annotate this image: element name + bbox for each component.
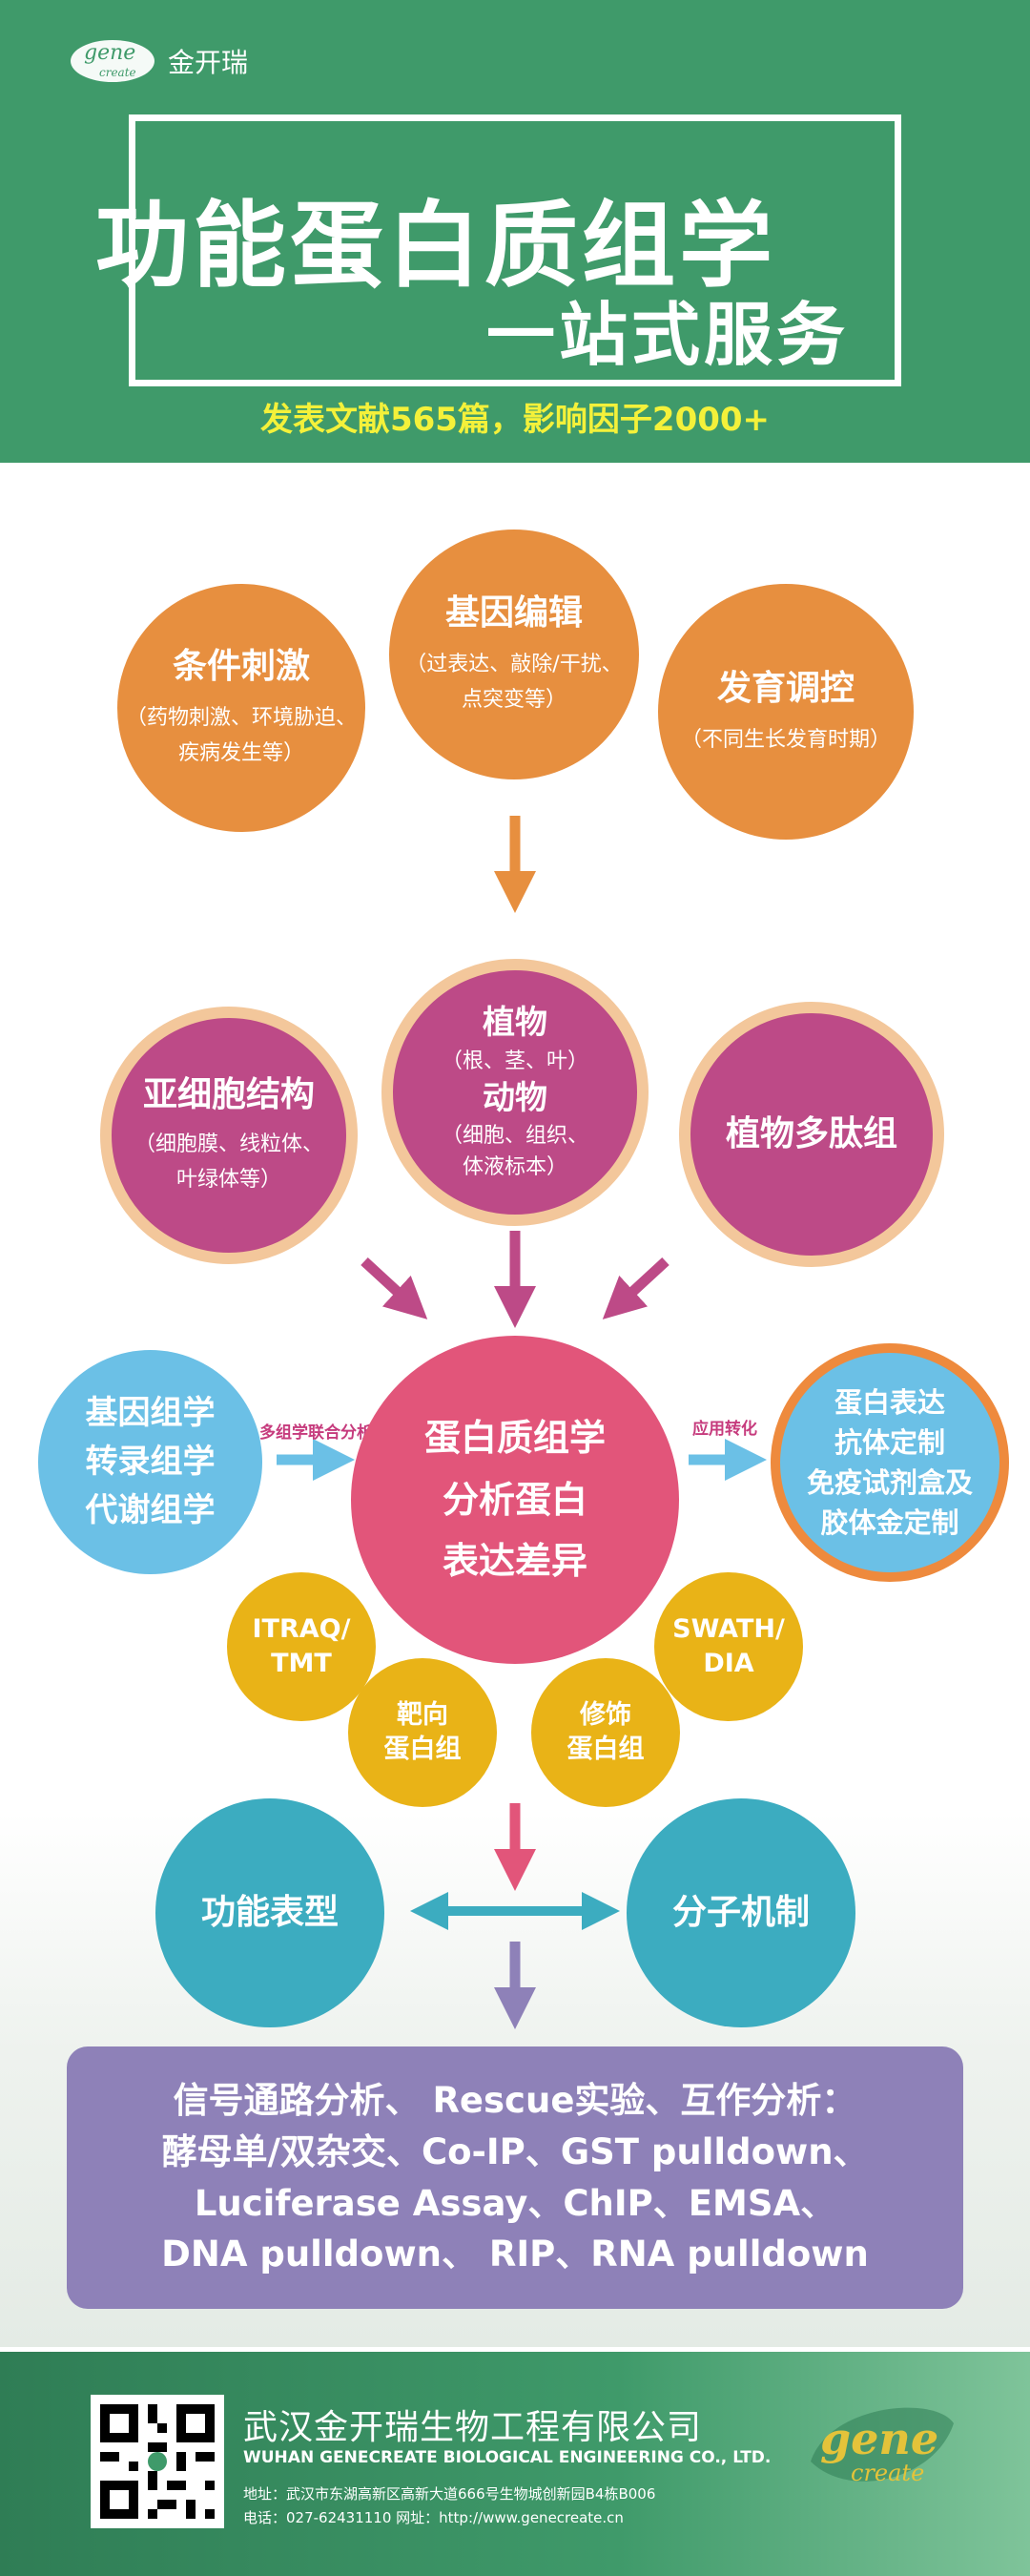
node-line: 免疫试剂盒及 xyxy=(806,1466,973,1499)
node-subtitle: 疾病发生等） xyxy=(177,741,304,766)
node-proteomics-core: 蛋白质组学 分析蛋白 表达差异 xyxy=(351,1336,679,1664)
node-line: 胶体金定制 xyxy=(820,1506,959,1540)
node-development-regulation: 发育调控 （不同生长发育时期） xyxy=(658,584,914,840)
method-modification-proteome: 修饰 蛋白组 xyxy=(531,1658,680,1807)
node-title-plant: 植物 xyxy=(483,1003,547,1042)
node-condition-stimulus: 条件刺激 （药物刺激、环境胁迫、 疾病发生等） xyxy=(117,584,365,832)
company-name-cn: 武汉金开瑞生物工程有限公司 xyxy=(243,2408,703,2447)
summary-line: 信号通路分析、 Rescue实验、互作分析： xyxy=(173,2080,857,2122)
node-title-animal: 动物 xyxy=(483,1078,547,1117)
node-subtitle: 叶绿体等） xyxy=(175,1168,281,1193)
node-subtitle: （不同生长发育时期） xyxy=(680,727,891,752)
node-subtitle: （细胞膜、线粒体、 xyxy=(134,1132,323,1156)
arrow-diag-right xyxy=(602,1257,670,1319)
arrow-diag-left xyxy=(360,1257,428,1319)
node-subtitle: 体液标本） xyxy=(462,1155,567,1180)
arrow-label-application: 应用转化 xyxy=(692,1420,757,1439)
node-line: 基因组学 xyxy=(85,1394,216,1432)
node-line: 抗体定制 xyxy=(834,1425,945,1459)
node-title: 条件刺激 xyxy=(172,647,310,687)
node-title: 基因编辑 xyxy=(444,593,583,634)
summary-line: Luciferase Assay、ChIP、EMSA、 xyxy=(194,2182,836,2224)
company-name-en: WUHAN GENECREATE BIOLOGICAL ENGINEERING … xyxy=(243,2448,772,2467)
method-itraq-tmt: ITRAQ/ TMT xyxy=(227,1572,376,1721)
node-title: 功能表型 xyxy=(200,1892,339,1932)
arrow-label-multiomics: 多组学联合分析 xyxy=(259,1423,373,1443)
node-subtitle: 点突变等） xyxy=(461,688,566,713)
method-line: SWATH/ xyxy=(672,1613,785,1644)
page-title: 功能蛋白质组学 xyxy=(95,192,777,301)
summary-line: 酵母单/双杂交、Co-IP、GST pulldown、 xyxy=(161,2130,869,2172)
node-subtitle: （细胞、组织、 xyxy=(441,1124,588,1149)
qr-code-icon xyxy=(91,2395,224,2528)
gene-create-leaf-logo-icon: gene create xyxy=(811,2407,954,2486)
node-subcellular-structure: 亚细胞结构 （细胞膜、线粒体、 叶绿体等） xyxy=(100,1007,358,1264)
brand-name: 金开瑞 xyxy=(168,47,249,78)
node-subtitle: （药物刺激、环境胁迫、 xyxy=(125,705,357,730)
tagline: 发表文献565篇，影响因子2000+ xyxy=(259,401,771,439)
core-line: 分析蛋白 xyxy=(442,1478,587,1521)
node-line: 蛋白表达 xyxy=(834,1385,945,1419)
node-molecular-mechanism: 分子机制 xyxy=(627,1798,855,2027)
core-line: 蛋白质组学 xyxy=(423,1417,606,1460)
svg-text:create: create xyxy=(851,2460,924,2486)
node-line: 转录组学 xyxy=(85,1443,216,1481)
core-line: 表达差异 xyxy=(442,1540,587,1583)
node-plant-animal: 植物 （根、茎、叶） 动物 （细胞、组织、 体液标本） xyxy=(381,959,649,1226)
method-line: TMT xyxy=(271,1649,332,1678)
node-functional-phenotype: 功能表型 xyxy=(155,1798,384,2027)
method-line: 蛋白组 xyxy=(383,1735,462,1764)
method-targeted-proteome: 靶向 蛋白组 xyxy=(348,1658,497,1807)
node-title: 植物多肽组 xyxy=(725,1113,897,1153)
node-multi-omics: 基因组学 转录组学 代谢组学 xyxy=(38,1350,262,1574)
node-title: 分子机制 xyxy=(671,1892,810,1932)
svg-text:gene: gene xyxy=(84,41,135,65)
method-line: ITRAQ/ xyxy=(252,1613,351,1644)
summary-line: DNA pulldown、 RIP、RNA pulldown xyxy=(161,2233,869,2275)
page-subtitle: 一站式服务 xyxy=(485,295,849,375)
node-subtitle: （过表达、敲除/干扰、 xyxy=(405,652,623,676)
method-line: 修饰 xyxy=(580,1699,631,1730)
svg-text:gene: gene xyxy=(820,2413,938,2464)
title-frame xyxy=(129,114,901,386)
node-plant-peptidome: 植物多肽组 xyxy=(679,1002,944,1267)
company-contact: 电话：027-62431110 网址：http://www.genecreate… xyxy=(243,2509,624,2526)
node-gene-editing: 基因编辑 （过表达、敲除/干扰、 点突变等） xyxy=(389,530,639,779)
method-line: 蛋白组 xyxy=(566,1735,645,1764)
method-line: DIA xyxy=(703,1649,754,1678)
gene-logo-icon: gene create xyxy=(71,40,154,82)
node-title: 亚细胞结构 xyxy=(142,1075,315,1115)
method-swath-dia: SWATH/ DIA xyxy=(654,1572,803,1721)
company-address: 地址：武汉市东湖高新区高新大道666号生物城创新园B4栋B006 xyxy=(243,2485,656,2503)
svg-text:create: create xyxy=(99,66,136,79)
method-line: 靶向 xyxy=(397,1699,448,1730)
node-title: 发育调控 xyxy=(716,669,855,708)
node-subtitle: （根、茎、叶） xyxy=(441,1049,588,1073)
node-applications: 蛋白表达 抗体定制 免疫试剂盒及 胶体金定制 xyxy=(771,1343,1009,1582)
node-line: 代谢组学 xyxy=(85,1491,216,1529)
summary-box: 信号通路分析、 Rescue实验、互作分析： 酵母单/双杂交、Co-IP、GST… xyxy=(67,2046,963,2309)
